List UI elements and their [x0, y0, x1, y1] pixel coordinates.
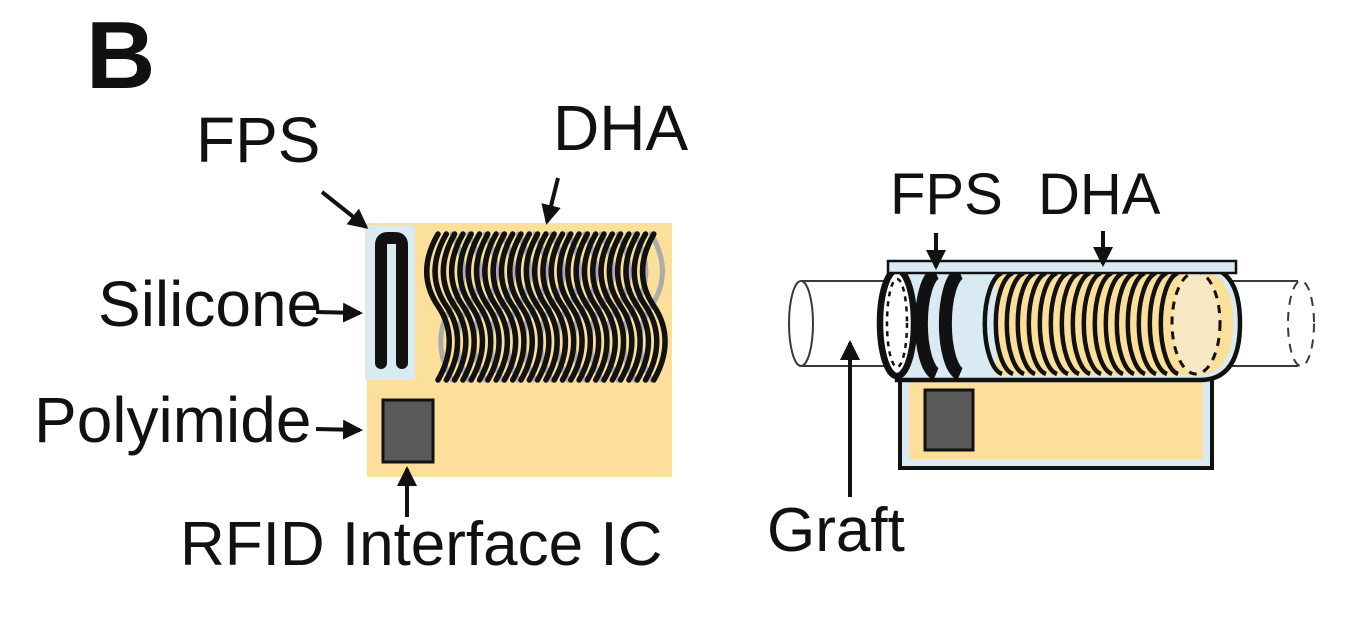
graft-label: Graft	[767, 496, 905, 565]
fps-left-arrow	[320, 190, 369, 229]
fps-label-right: FPS	[890, 162, 1003, 227]
graft-lumen-dashed	[885, 277, 909, 369]
annotation-arrows	[315, 177, 1113, 517]
dha-label-left: DHA	[553, 92, 689, 164]
graft-left-end	[788, 280, 814, 367]
wrap-top-seam	[886, 259, 1238, 275]
silicone-arrow	[315, 302, 363, 323]
rfid-ic-chip-icon	[381, 398, 435, 464]
flat-device	[365, 223, 672, 477]
panel-letter: B	[86, 2, 156, 109]
fps-ring-1-icon	[914, 267, 940, 380]
wrap-left-rim	[876, 266, 918, 380]
wrapped-device	[788, 259, 1315, 470]
fps-ring-2-icon	[938, 267, 964, 380]
dha-coil-icon	[424, 231, 668, 383]
rfid-ic-chip-icon	[923, 388, 975, 452]
dha-label-right: DHA	[1038, 162, 1161, 227]
polyimide-label: Polyimide	[34, 384, 312, 456]
dha-left-arrow	[541, 177, 561, 225]
sensor-wrap-cylinder	[876, 259, 1243, 383]
rfid-ic-label: RFID Interface IC	[180, 510, 663, 579]
graft-open-end-dashed	[1287, 280, 1315, 367]
dha-rings-icon	[982, 270, 1179, 377]
fps-label-left: FPS	[196, 104, 321, 176]
sensor-flap	[898, 368, 1214, 470]
fps-sensor-hairpin-icon	[375, 232, 408, 369]
silicone-label: Silicone	[98, 268, 323, 340]
polyimide-arrow	[315, 419, 363, 440]
graft-inside-wrap-dashed	[1170, 270, 1222, 376]
